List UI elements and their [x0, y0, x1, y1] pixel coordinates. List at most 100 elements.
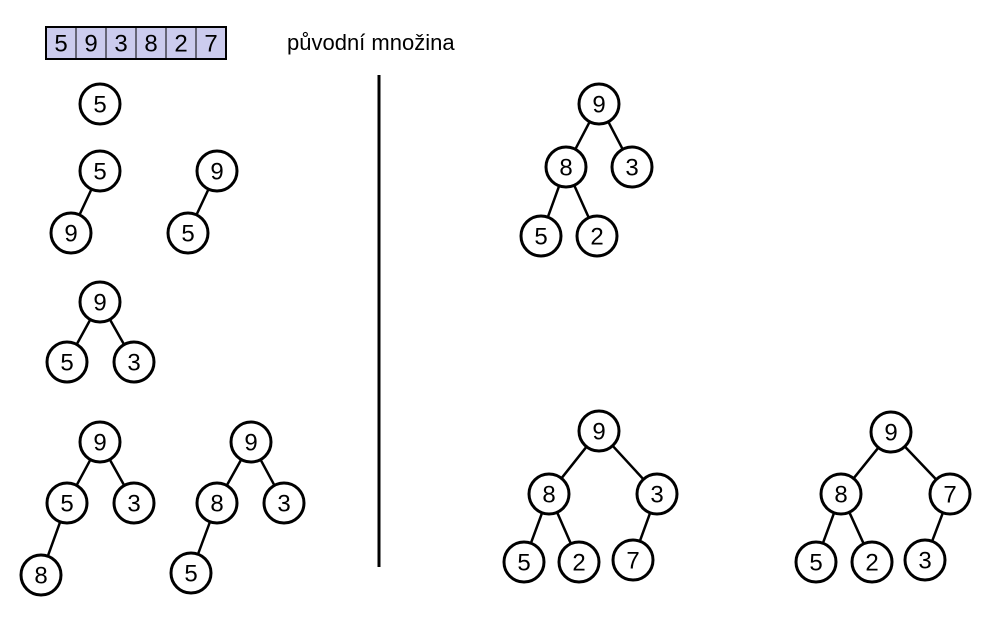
node-circle: [610, 145, 654, 189]
node-circle: [577, 82, 621, 126]
tree-node: 9: [577, 82, 621, 126]
tree-node: 2: [575, 214, 619, 258]
tree-step-3: 9 5 3: [45, 280, 156, 384]
tree-node: 9: [577, 409, 621, 453]
tree-edge: [555, 511, 573, 545]
tree-edge: [546, 185, 561, 218]
tree-edge: [638, 512, 652, 542]
array-cell: 3: [105, 26, 137, 60]
node-value: 8: [834, 482, 847, 509]
node-value: 3: [127, 350, 140, 377]
array-cell: 9: [75, 26, 107, 60]
tree-node: 7: [928, 472, 972, 516]
node-circle: [262, 481, 306, 525]
tree-edge: [259, 458, 276, 487]
tree-node: 3: [610, 145, 654, 189]
tree-node: 5: [45, 481, 89, 525]
tree-node: 3: [262, 481, 306, 525]
tree-node: 9: [78, 420, 122, 464]
original-set-label: původní množina: [287, 30, 455, 55]
node-circle: [78, 82, 122, 126]
tree-step-2b: 95: [166, 149, 239, 255]
node-value: 3: [127, 491, 140, 518]
node-value: 5: [534, 224, 547, 251]
node-circle: [112, 340, 156, 384]
array-cell-box: [75, 26, 107, 60]
node-value: 5: [181, 221, 194, 248]
node-value: 5: [93, 92, 106, 119]
array-border: [45, 26, 227, 60]
tree-node: 3: [635, 472, 679, 516]
tree-edge: [930, 512, 945, 542]
node-circle: [195, 481, 239, 525]
tree-edge: [573, 184, 590, 219]
node-circle: [577, 409, 621, 453]
node-circle: [557, 540, 601, 584]
node-value: 9: [244, 430, 257, 457]
node-circle: [78, 280, 122, 324]
tree-node: 3: [112, 340, 156, 384]
node-value: 2: [865, 550, 878, 577]
node-value: 9: [93, 290, 106, 317]
tree-step-2a: 59: [49, 149, 122, 255]
tree-edge: [108, 318, 126, 346]
tree-node: 8: [819, 472, 863, 516]
tree-node: 2: [557, 540, 601, 584]
tree-edge: [560, 445, 588, 480]
node-circle: [169, 551, 213, 595]
node-value: 9: [93, 430, 106, 457]
tree-node: 8: [195, 481, 239, 525]
node-circle: [869, 410, 913, 454]
tree-node: 9: [78, 280, 122, 324]
array-cell-value: 3: [114, 31, 127, 58]
node-value: 7: [943, 482, 956, 509]
tree-node: 5: [169, 551, 213, 595]
tree-node: 9: [49, 211, 93, 255]
array-cell-box: [195, 26, 227, 60]
node-value: 9: [592, 419, 605, 446]
node-circle: [49, 211, 93, 255]
tree-node: 3: [112, 481, 156, 525]
tree-edge: [611, 444, 645, 481]
array-cell: 8: [135, 26, 167, 60]
node-circle: [794, 540, 838, 584]
node-circle: [903, 538, 947, 582]
tree-edge: [903, 445, 938, 481]
array-cell: 5: [45, 26, 77, 60]
node-circle: [112, 481, 156, 525]
node-circle: [635, 472, 679, 516]
node-circle: [928, 472, 972, 516]
array-cell: 2: [165, 26, 197, 60]
node-circle: [850, 540, 894, 584]
tree-edge: [821, 512, 836, 544]
node-value: 3: [650, 482, 663, 509]
tree-node: 5: [45, 340, 89, 384]
tree-edge: [574, 121, 591, 150]
tree-node: 3: [903, 538, 947, 582]
tree-node: 8: [19, 553, 63, 597]
tree-node: 5: [166, 211, 210, 255]
node-value: 5: [60, 350, 73, 377]
node-value: 9: [64, 221, 77, 248]
node-value: 5: [60, 491, 73, 518]
tree-step-4a: 9 5 3 8: [19, 420, 156, 597]
node-circle: [78, 149, 122, 193]
node-value: 5: [517, 550, 530, 577]
node-value: 2: [572, 550, 585, 577]
node-circle: [544, 145, 588, 189]
tree-node: 8: [527, 472, 571, 516]
tree-edge: [46, 521, 62, 557]
tree-node: 5: [794, 540, 838, 584]
node-value: 8: [210, 491, 223, 518]
tree-edge: [852, 446, 880, 480]
tree-edge: [75, 318, 92, 346]
node-circle: [45, 340, 89, 384]
array-cell-value: 5: [54, 31, 67, 58]
node-circle: [195, 149, 239, 193]
node-circle: [78, 420, 122, 464]
node-circle: [45, 481, 89, 525]
